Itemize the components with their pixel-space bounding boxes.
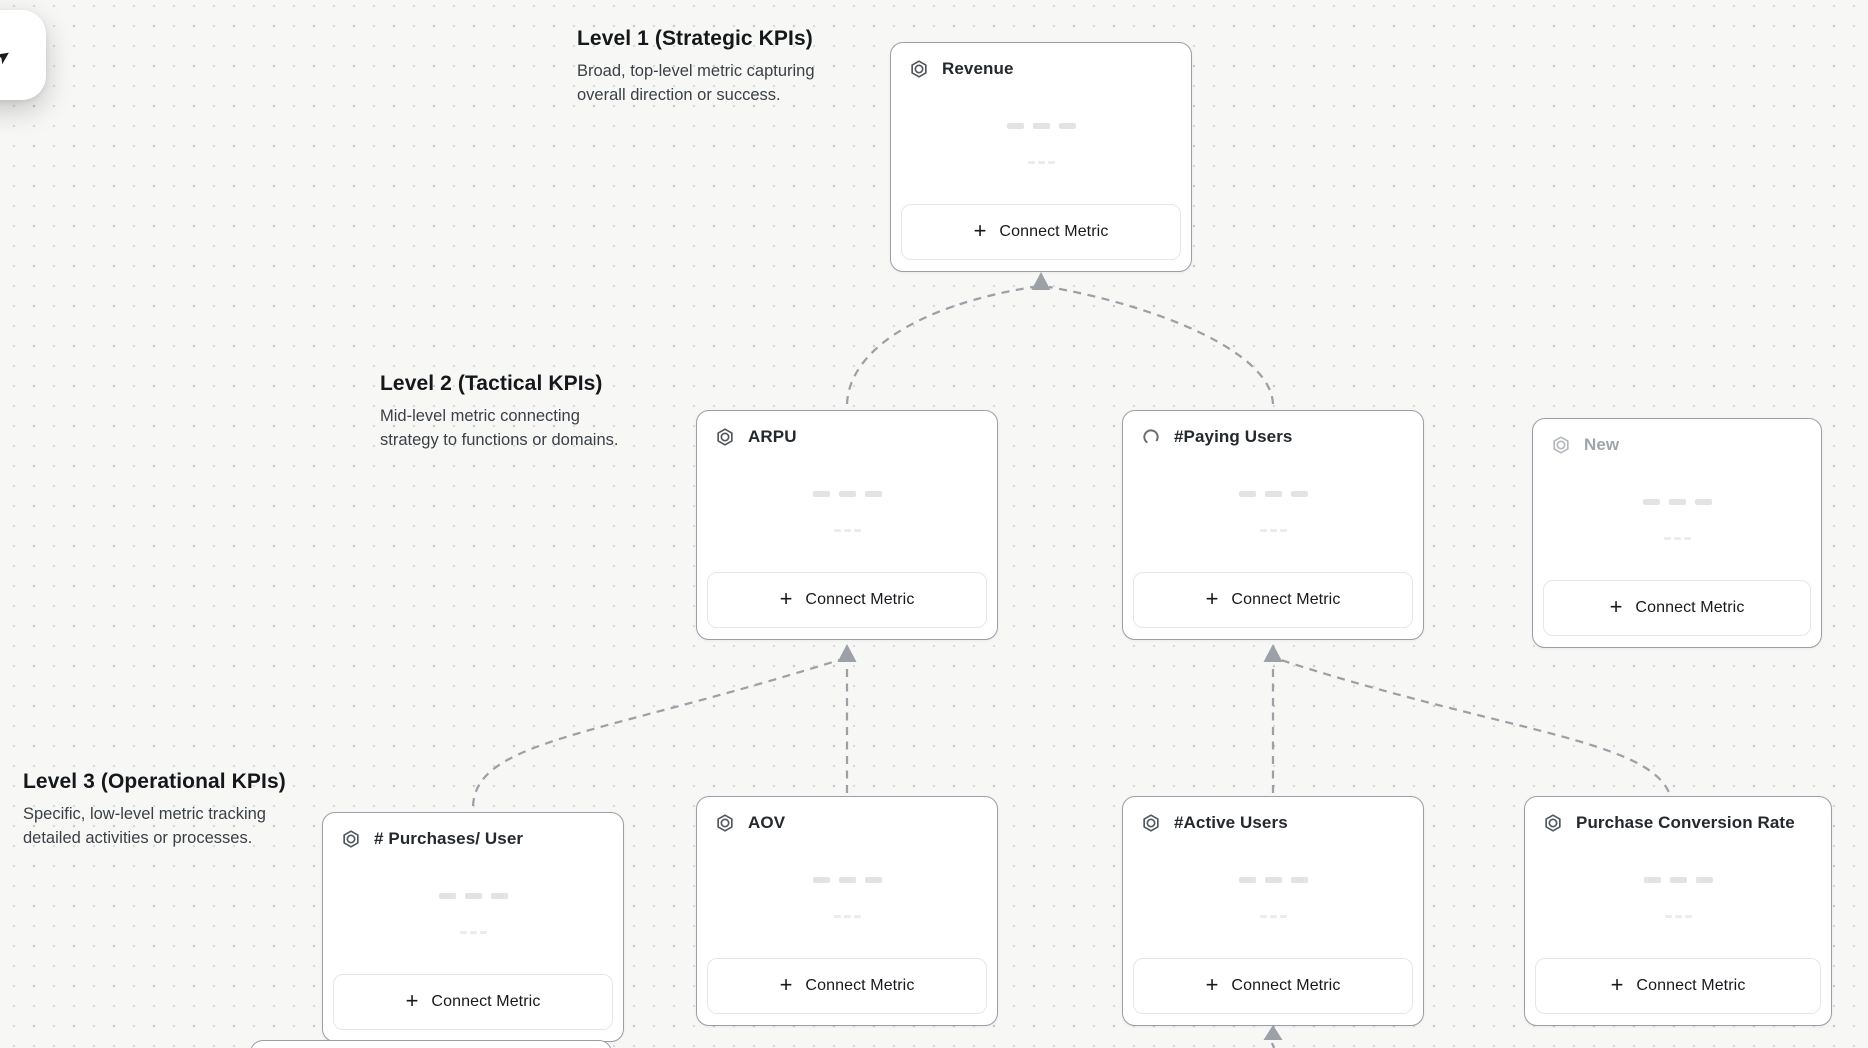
hexagon-metric-icon bbox=[715, 813, 735, 833]
card-header: Purchase Conversion Rate bbox=[1525, 797, 1831, 833]
section-label-level1: Level 1 (Strategic KPIs) Broad, top-leve… bbox=[577, 27, 835, 108]
floating-tool-panel[interactable]: ➤ bbox=[0, 10, 46, 100]
plus-icon: + bbox=[405, 988, 419, 1013]
hexagon-metric-icon bbox=[715, 427, 735, 447]
section-label-level2: Level 2 (Tactical KPIs) Mid-level metric… bbox=[380, 372, 635, 453]
connect-metric-label: Connect Metric bbox=[805, 977, 915, 994]
connector-paying-users-to-revenue bbox=[1048, 285, 1275, 405]
plus-icon: + bbox=[973, 218, 987, 243]
card-title: ARPU bbox=[748, 427, 797, 446]
hexagon-metric-icon bbox=[909, 59, 929, 79]
card-title: Purchase Conversion Rate bbox=[1576, 813, 1795, 832]
hexagon-metric-icon bbox=[1551, 435, 1571, 455]
cursor-icon: ➤ bbox=[0, 43, 16, 69]
connect-metric-button[interactable]: + Connect Metric bbox=[707, 958, 987, 1014]
arrowhead-into-paying-users bbox=[1263, 644, 1283, 662]
card-header: #Active Users bbox=[1123, 797, 1423, 833]
metric-value-placeholder bbox=[1123, 877, 1423, 918]
connect-metric-label: Connect Metric bbox=[805, 591, 915, 608]
metric-card-new[interactable]: New + Connect Metric bbox=[1532, 418, 1822, 648]
card-header: #Paying Users bbox=[1123, 411, 1423, 447]
plus-icon: + bbox=[1205, 972, 1219, 997]
metric-card-purchases-per-user[interactable]: # Purchases/ User + Connect Metric bbox=[322, 812, 624, 1042]
section-label-level3: Level 3 (Operational KPIs) Specific, low… bbox=[23, 770, 295, 851]
metric-value-placeholder bbox=[323, 893, 623, 934]
section-title: Level 2 (Tactical KPIs) bbox=[380, 372, 603, 395]
metric-value-placeholder bbox=[1533, 499, 1821, 540]
card-header: Revenue bbox=[891, 43, 1191, 79]
hexagon-metric-icon bbox=[341, 829, 361, 849]
plus-icon: + bbox=[1610, 972, 1624, 997]
section-description: Broad, top-level metric capturing overal… bbox=[577, 62, 815, 104]
connect-metric-label: Connect Metric bbox=[1635, 599, 1745, 616]
arrowhead-into-arpu bbox=[837, 644, 857, 662]
connector-purchases-to-arpu bbox=[471, 658, 840, 807]
connect-metric-button[interactable]: + Connect Metric bbox=[1535, 958, 1821, 1014]
connect-metric-label: Connect Metric bbox=[1636, 977, 1746, 994]
metric-value-placeholder bbox=[697, 877, 997, 918]
card-title: New bbox=[1584, 435, 1620, 454]
connect-metric-button[interactable]: + Connect Metric bbox=[901, 204, 1181, 260]
metric-value-placeholder bbox=[1525, 877, 1831, 918]
section-description: Mid-level metric connecting strategy to … bbox=[380, 407, 619, 449]
spinner-icon bbox=[1141, 427, 1161, 447]
plus-icon: + bbox=[1609, 594, 1623, 619]
card-title: Revenue bbox=[942, 59, 1014, 78]
metric-card-aov[interactable]: AOV + Connect Metric bbox=[696, 796, 998, 1026]
metric-card-purchase-conversion-rate[interactable]: Purchase Conversion Rate + Connect Metri… bbox=[1524, 796, 1832, 1026]
connect-metric-label: Connect Metric bbox=[1231, 591, 1341, 608]
connect-metric-button[interactable]: + Connect Metric bbox=[333, 974, 613, 1030]
connector-stub-into-active-users bbox=[1270, 1042, 1276, 1048]
metric-card-active-users[interactable]: #Active Users + Connect Metric bbox=[1122, 796, 1424, 1026]
section-title: Level 1 (Strategic KPIs) bbox=[577, 27, 813, 50]
connect-metric-label: Connect Metric bbox=[999, 223, 1109, 240]
metric-card-arpu[interactable]: ARPU + Connect Metric bbox=[696, 410, 998, 640]
metric-value-placeholder bbox=[891, 123, 1191, 164]
connector-arpu-to-revenue bbox=[845, 285, 1034, 405]
section-description: Specific, low-level metric tracking deta… bbox=[23, 805, 266, 847]
card-header: AOV bbox=[697, 797, 997, 833]
metric-value-placeholder bbox=[1123, 491, 1423, 532]
connect-metric-button[interactable]: + Connect Metric bbox=[707, 572, 987, 628]
connector-pcr-to-paying-users bbox=[1280, 658, 1674, 807]
card-header: ARPU bbox=[697, 411, 997, 447]
section-title: Level 3 (Operational KPIs) bbox=[23, 770, 286, 793]
card-title: # Purchases/ User bbox=[374, 829, 524, 848]
hexagon-metric-icon bbox=[1141, 813, 1161, 833]
plus-icon: + bbox=[779, 586, 793, 611]
connect-metric-button[interactable]: + Connect Metric bbox=[1133, 572, 1413, 628]
card-title: AOV bbox=[748, 813, 786, 832]
card-title: #Paying Users bbox=[1174, 427, 1293, 446]
arrowhead-into-active-users bbox=[1263, 1025, 1283, 1040]
connect-metric-label: Connect Metric bbox=[431, 993, 541, 1010]
connect-metric-button[interactable]: + Connect Metric bbox=[1133, 958, 1413, 1014]
arrowhead-into-revenue bbox=[1031, 272, 1051, 290]
metric-card-paying-users[interactable]: #Paying Users + Connect Metric bbox=[1122, 410, 1424, 640]
connect-metric-label: Connect Metric bbox=[1231, 977, 1341, 994]
card-header: New bbox=[1533, 419, 1821, 455]
hexagon-metric-icon bbox=[1543, 813, 1563, 833]
connect-metric-button[interactable]: + Connect Metric bbox=[1543, 580, 1811, 636]
plus-icon: + bbox=[779, 972, 793, 997]
metric-card-revenue[interactable]: Revenue + Connect Metric bbox=[890, 42, 1192, 272]
card-header: # Purchases/ User bbox=[323, 813, 623, 849]
metric-card-partial-offscreen[interactable] bbox=[250, 1040, 612, 1048]
plus-icon: + bbox=[1205, 586, 1219, 611]
card-title: #Active Users bbox=[1174, 813, 1288, 832]
metric-value-placeholder bbox=[697, 491, 997, 532]
